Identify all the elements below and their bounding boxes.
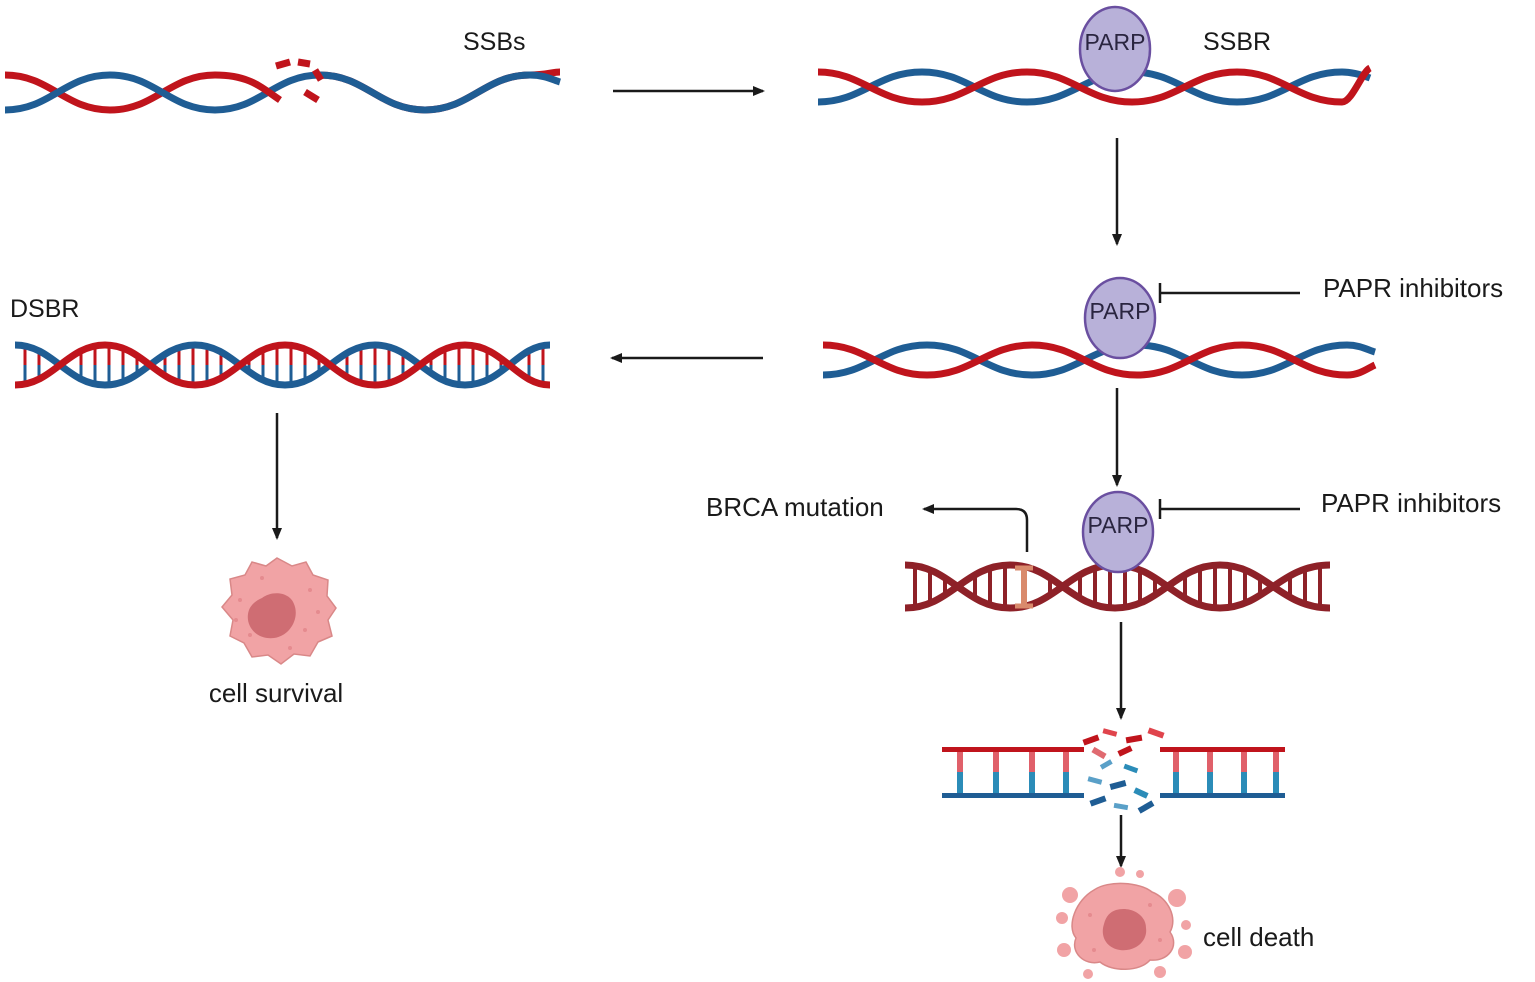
brca-mutation-label: BRCA mutation <box>706 492 884 522</box>
cell-death-label: cell death <box>1203 922 1314 952</box>
cell-survival-icon <box>221 557 337 665</box>
ladder-rung <box>1063 772 1069 793</box>
helix-brca-mutant <box>904 561 1331 612</box>
ladder-rung <box>993 752 999 772</box>
ladder-rung <box>1241 752 1247 772</box>
parp-label-3: PARP <box>1088 512 1149 538</box>
ladder-rung <box>993 772 999 793</box>
dsbr-label: DSBR <box>10 295 79 323</box>
break-site <box>275 58 325 103</box>
parp-protein-2: PARP <box>1083 276 1157 360</box>
ladder-rung <box>1029 752 1035 772</box>
ladder-rung <box>1273 752 1279 772</box>
inhibition-line-2 <box>1158 499 1300 519</box>
ladder-rung <box>957 772 963 793</box>
parp-inhibitors-label-1: PAPR inhibitors <box>1323 273 1503 303</box>
parp-label-1: PARP <box>1085 29 1146 55</box>
ladder-rung <box>1207 752 1213 772</box>
ladder-rung <box>1029 772 1035 793</box>
ladder-rung <box>957 752 963 772</box>
cell-death-icon <box>1056 867 1192 979</box>
parp-label-2: PARP <box>1090 298 1151 324</box>
arrow-brca-mutation <box>922 504 1029 552</box>
parp-inhibitors-label-2: PAPR inhibitors <box>1321 488 1501 518</box>
ladder-rung <box>1173 772 1179 793</box>
parp-protein-3: PARP <box>1081 490 1155 574</box>
cell-survival-label: cell survival <box>209 678 343 708</box>
ladder-rung <box>1273 772 1279 793</box>
ladder-rung <box>1241 772 1247 793</box>
ssbs-label: SSBs <box>463 28 526 56</box>
dna-fragments <box>1082 727 1165 814</box>
mutation-site <box>1015 565 1033 609</box>
ssbr-label: SSBR <box>1203 28 1271 56</box>
broken-dna-ladder <box>942 727 1285 814</box>
ladder-rung <box>1173 752 1179 772</box>
ladder-rung <box>1063 752 1069 772</box>
helix-dsbr <box>14 341 551 389</box>
ladder-rung <box>1207 772 1213 793</box>
inhibition-line-1 <box>1158 283 1300 303</box>
helix-ssbs <box>4 58 562 114</box>
parp-protein-1: PARP <box>1078 5 1152 93</box>
